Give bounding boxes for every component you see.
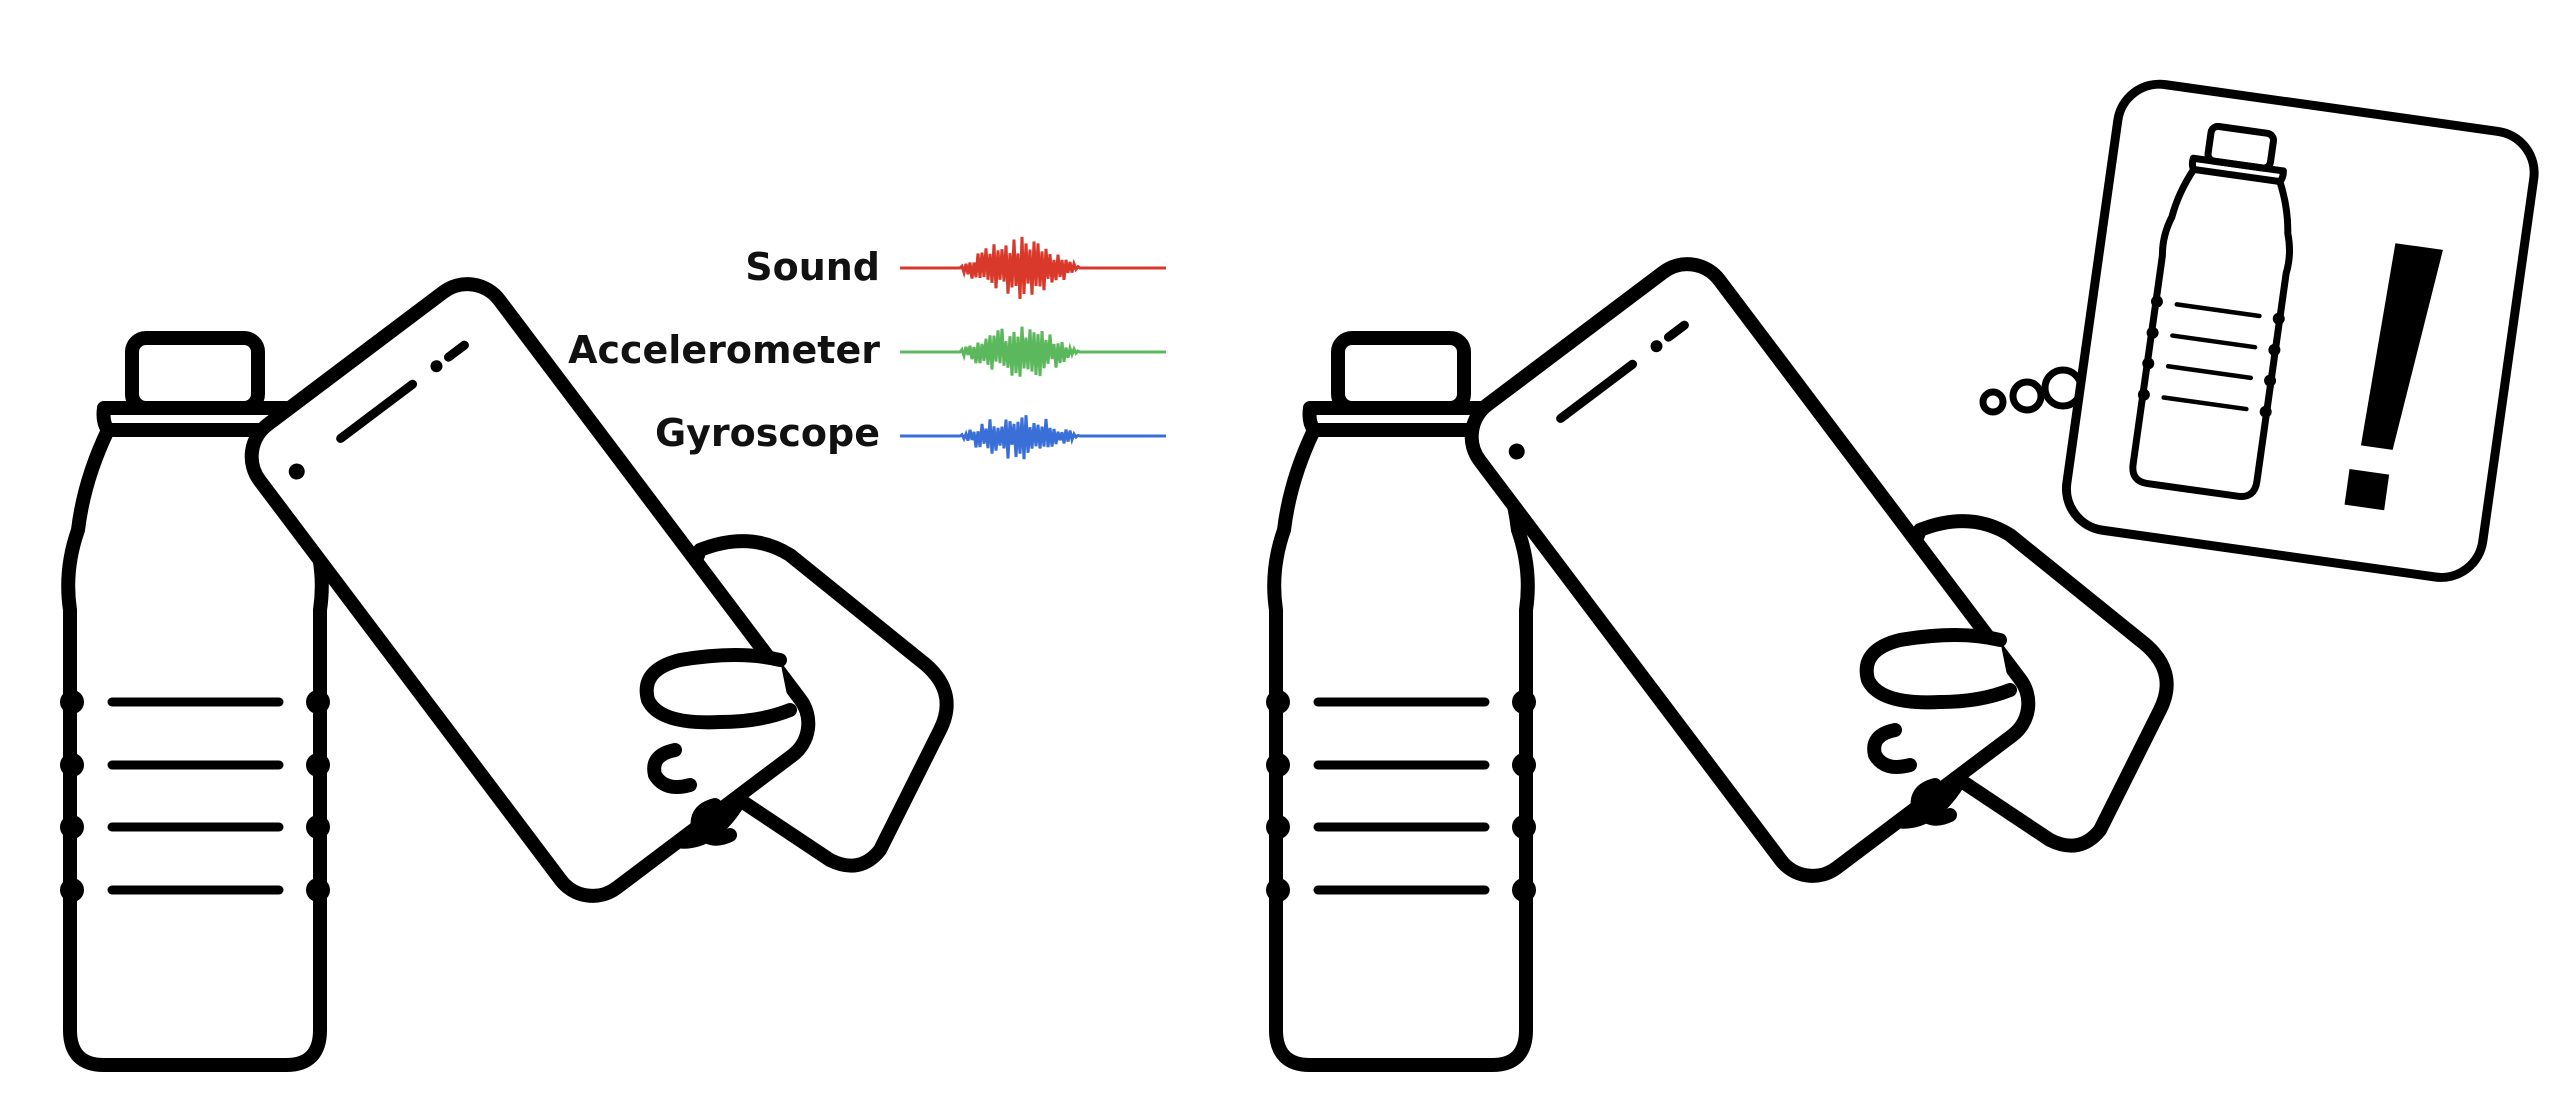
sound-waveform bbox=[900, 236, 1166, 299]
legend-label-accelerometer: Accelerometer bbox=[568, 328, 880, 372]
left-scene bbox=[60, 268, 947, 1065]
legend-label-sound: Sound bbox=[745, 245, 880, 289]
recognition-card bbox=[2061, 79, 2539, 582]
gyroscope-waveform bbox=[900, 415, 1166, 460]
sensor-legend: Sound Accelerometer Gyroscope bbox=[568, 236, 1166, 460]
accelerometer-waveform bbox=[900, 326, 1166, 377]
exclamation-icon bbox=[2344, 243, 2443, 511]
right-scene bbox=[1266, 79, 2539, 1065]
legend-label-gyroscope: Gyroscope bbox=[655, 411, 880, 455]
thought-bubble-icon bbox=[1979, 366, 2085, 416]
smartphone-in-hand-icon bbox=[1456, 248, 2167, 892]
